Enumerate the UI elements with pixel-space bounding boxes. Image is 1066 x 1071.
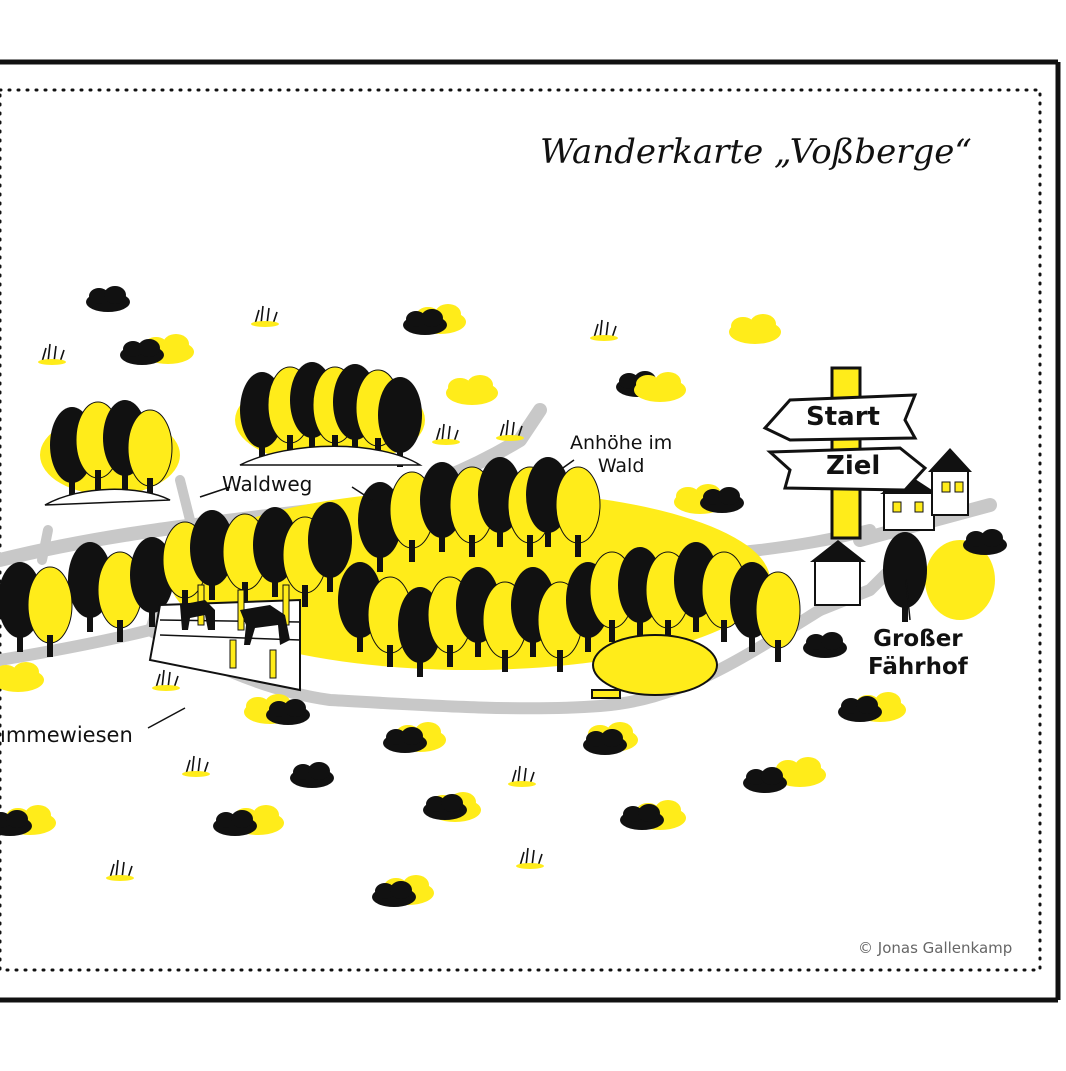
signpost-ziel-label: Ziel	[826, 451, 881, 481]
pond	[591, 634, 718, 699]
label-grosser-faehrhof: Großer Fährhof	[868, 626, 968, 681]
label-anhoehe-line1: Anhöhe im	[570, 432, 673, 454]
tree-grove-north	[235, 362, 425, 467]
label-wiesen: ımmewiesen	[0, 723, 133, 747]
label-waldweg: Waldweg	[222, 472, 313, 496]
horse-paddock	[148, 584, 301, 692]
label-anhoehe-line2: Wald	[597, 454, 645, 477]
label-anhoehe-im-wald: Anhöhe im Wald	[570, 432, 672, 478]
map-title: Wanderkarte „Voßberge“	[540, 132, 972, 172]
label-hof-line2: Fährhof	[868, 653, 968, 680]
map-frame	[0, 59, 1061, 1003]
signpost	[762, 366, 928, 540]
leader-lines	[147, 459, 911, 729]
village	[810, 448, 995, 622]
copyright-credit: © Jonas Gallenkamp	[858, 939, 1013, 957]
signpost-start-label: Start	[806, 402, 880, 432]
label-hof-line1: Großer	[873, 626, 963, 652]
forest	[0, 457, 801, 677]
tree-grove-west	[40, 400, 180, 506]
